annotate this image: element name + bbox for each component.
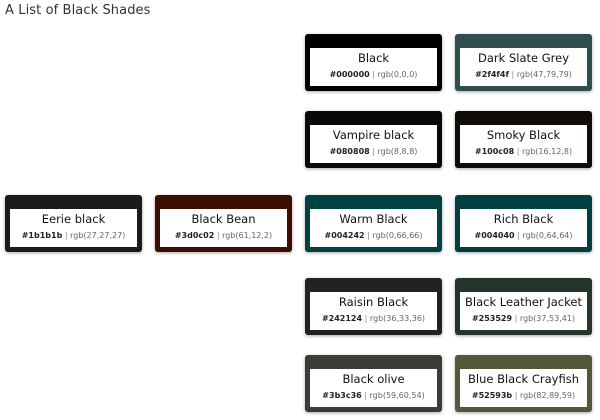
swatch-codes: #242124 | rgb(36,33,36) xyxy=(310,314,437,324)
swatch-label-box: Smoky Black #100c08 | rgb(16,12,8) xyxy=(460,125,587,163)
hex-code: #080808 xyxy=(329,147,370,156)
hex-code: #004040 xyxy=(474,231,515,240)
swatch-codes: #1b1b1b | rgb(27,27,27) xyxy=(10,231,137,241)
swatch-codes: #3b3c36 | rgb(59,60,54) xyxy=(310,391,437,401)
rgb-code: rgb(0,66,66) xyxy=(372,231,423,240)
swatch-codes: #3d0c02 | rgb(61,12,2) xyxy=(160,231,287,241)
code-separator: | xyxy=(372,147,375,156)
code-separator: | xyxy=(372,70,375,79)
swatch-label-box: Eerie black #1b1b1b | rgb(27,27,27) xyxy=(10,209,137,247)
swatch-card-black-bean[interactable]: Black Bean #3d0c02 | rgb(61,12,2) xyxy=(155,195,292,252)
hex-code: #3d0c02 xyxy=(174,231,215,240)
hex-code: #000000 xyxy=(329,70,370,79)
swatch-name: Vampire black xyxy=(332,128,415,142)
rgb-code: rgb(0,0,0) xyxy=(377,70,418,79)
code-separator: | xyxy=(367,231,370,240)
swatch-name: Rich Black xyxy=(493,212,554,226)
swatch-label-box: Raisin Black #242124 | rgb(36,33,36) xyxy=(310,292,437,330)
swatch-codes: #2f4f4f | rgb(47,79,79) xyxy=(460,70,587,80)
swatch-name: Eerie black xyxy=(41,212,106,226)
swatch-label-box: Rich Black #004040 | rgb(0,64,64) xyxy=(460,209,587,247)
swatch-card-warm-black[interactable]: Warm Black #004242 | rgb(0,66,66) xyxy=(305,195,442,252)
swatch-codes: #52593b | rgb(82,89,59) xyxy=(460,391,587,401)
hex-code: #52593b xyxy=(471,391,513,400)
swatch-card-dark-slate-grey[interactable]: Dark Slate Grey #2f4f4f | rgb(47,79,79) xyxy=(455,34,592,91)
swatch-card-eerie-black[interactable]: Eerie black #1b1b1b | rgb(27,27,27) xyxy=(5,195,142,252)
rgb-code: rgb(8,8,8) xyxy=(377,147,418,156)
code-separator: | xyxy=(514,391,518,400)
hex-code: #004242 xyxy=(324,231,365,240)
hex-code: #242124 xyxy=(321,314,363,323)
hex-code: #1b1b1b xyxy=(21,231,63,240)
swatch-card-smoky-black[interactable]: Smoky Black #100c08 | rgb(16,12,8) xyxy=(455,111,592,168)
hex-code: #2f4f4f xyxy=(475,70,509,79)
hex-code: #253529 xyxy=(471,314,513,323)
swatch-label-box: Blue Black Crayfish #52593b | rgb(82,89,… xyxy=(460,369,587,407)
swatch-name: Black Bean xyxy=(191,212,256,226)
page-title: A List of Black Shades xyxy=(5,3,151,18)
code-separator: | xyxy=(364,391,367,400)
swatch-label-box: Black olive #3b3c36 | rgb(59,60,54) xyxy=(310,369,437,407)
swatch-card-raisin-black[interactable]: Raisin Black #242124 | rgb(36,33,36) xyxy=(305,278,442,335)
swatch-label-box: Black #000000 | rgb(0,0,0) xyxy=(310,48,437,86)
swatch-name: Black xyxy=(357,51,390,65)
swatch-card-black-olive[interactable]: Black olive #3b3c36 | rgb(59,60,54) xyxy=(305,355,442,412)
code-separator: | xyxy=(517,231,520,240)
rgb-code: rgb(82,89,59) xyxy=(519,391,576,400)
swatch-label-box: Warm Black #004242 | rgb(0,66,66) xyxy=(310,209,437,247)
swatch-name: Raisin Black xyxy=(338,295,409,309)
swatch-card-black[interactable]: Black #000000 | rgb(0,0,0) xyxy=(305,34,442,91)
swatch-codes: #000000 | rgb(0,0,0) xyxy=(310,70,437,80)
swatch-name: Blue Black Crayfish xyxy=(467,372,579,386)
swatch-label-box: Black Bean #3d0c02 | rgb(61,12,2) xyxy=(160,209,287,247)
rgb-code: rgb(37,53,41) xyxy=(519,314,576,323)
swatch-label-box: Dark Slate Grey #2f4f4f | rgb(47,79,79) xyxy=(460,48,587,86)
hex-code: #100c08 xyxy=(474,147,515,156)
swatch-codes: #100c08 | rgb(16,12,8) xyxy=(460,147,587,157)
rgb-code: rgb(36,33,36) xyxy=(369,314,426,323)
swatch-card-black-leather-jacket[interactable]: Black Leather Jacket #253529 | rgb(37,53… xyxy=(455,278,592,335)
code-separator: | xyxy=(514,314,518,323)
rgb-code: rgb(61,12,2) xyxy=(222,231,273,240)
swatch-card-rich-black[interactable]: Rich Black #004040 | rgb(0,64,64) xyxy=(455,195,592,252)
rgb-code: rgb(0,64,64) xyxy=(522,231,573,240)
rgb-code: rgb(16,12,8) xyxy=(521,147,573,156)
code-separator: | xyxy=(64,231,68,240)
swatch-name: Black Leather Jacket xyxy=(465,295,582,309)
swatch-card-blue-black-crayfish[interactable]: Blue Black Crayfish #52593b | rgb(82,89,… xyxy=(455,355,592,412)
swatch-label-box: Vampire black #080808 | rgb(8,8,8) xyxy=(310,125,437,163)
swatch-codes: #253529 | rgb(37,53,41) xyxy=(460,314,587,324)
swatch-card-vampire-black[interactable]: Vampire black #080808 | rgb(8,8,8) xyxy=(305,111,442,168)
code-separator: | xyxy=(364,314,368,323)
swatch-label-box: Black Leather Jacket #253529 | rgb(37,53… xyxy=(460,292,587,330)
hex-code: #3b3c36 xyxy=(322,391,362,400)
swatch-name: Dark Slate Grey xyxy=(478,51,569,65)
code-separator: | xyxy=(216,231,220,240)
swatch-codes: #004242 | rgb(0,66,66) xyxy=(310,231,437,241)
swatch-name: Smoky Black xyxy=(486,128,561,142)
code-separator: | xyxy=(516,147,520,156)
rgb-code: rgb(59,60,54) xyxy=(369,391,425,400)
swatch-name: Black olive xyxy=(342,372,405,386)
code-separator: | xyxy=(511,70,515,79)
rgb-code: rgb(47,79,79) xyxy=(516,70,572,79)
swatch-name: Warm Black xyxy=(339,212,408,226)
swatch-codes: #004040 | rgb(0,64,64) xyxy=(460,231,587,241)
swatch-codes: #080808 | rgb(8,8,8) xyxy=(310,147,437,157)
rgb-code: rgb(27,27,27) xyxy=(70,231,126,240)
